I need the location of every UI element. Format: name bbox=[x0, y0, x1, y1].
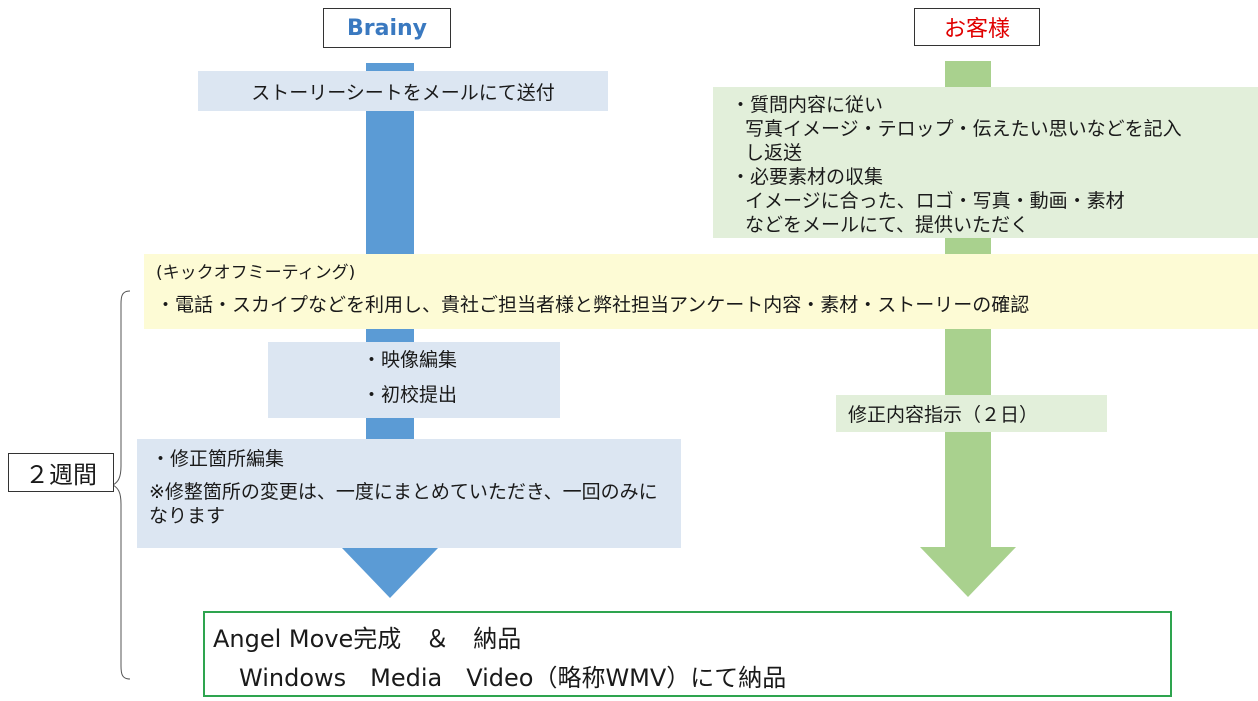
revision-edit-line: ・修正箇所編集 bbox=[151, 448, 285, 470]
client-header: お客様 bbox=[914, 8, 1040, 46]
client-task-line: し返送 bbox=[745, 142, 803, 164]
client-task-line: ・必要素材の収集 bbox=[731, 166, 884, 188]
client-arrow-head bbox=[920, 547, 1016, 597]
revision-instruction-step: 修正内容指示（２日） bbox=[836, 395, 1107, 432]
delivery-step: Angel Move完成 ＆ 納品 Windows Media Video（略称… bbox=[203, 611, 1172, 697]
brainy-header: Brainy bbox=[323, 8, 451, 48]
brainy-arrow-head bbox=[342, 548, 438, 598]
duration-label: ２週間 bbox=[8, 453, 114, 492]
revision-instruction-text: 修正内容指示（２日） bbox=[848, 404, 1039, 426]
client-task-line: ・質問内容に従い bbox=[731, 94, 884, 116]
client-task-line: などをメールにて、提供いただく bbox=[745, 214, 1030, 236]
revision-edit-step: ・修正箇所編集 ※修整箇所の変更は、一度にまとめていただき、一回のみになります bbox=[137, 439, 681, 548]
story-sheet-text: ストーリーシートをメールにて送付 bbox=[251, 81, 555, 104]
duration-bracket bbox=[112, 290, 131, 680]
kickoff-title: (キックオフミーティング) bbox=[156, 263, 356, 283]
kickoff-body: ・電話・スカイプなどを利用し、貴社ご担当者様と弊社担当アンケート内容・素材・スト… bbox=[156, 294, 1030, 316]
story-sheet-step: ストーリーシートをメールにて送付 bbox=[198, 71, 608, 111]
delivery-title: Angel Move完成 ＆ 納品 bbox=[213, 625, 522, 653]
client-task-line: イメージに合った、ロゴ・写真・動画・素材 bbox=[745, 190, 1125, 212]
first-draft-line: ・初校提出 bbox=[362, 384, 458, 406]
revision-note: ※修整箇所の変更は、一度にまとめていただき、一回のみになります bbox=[149, 481, 658, 527]
client-tasks-step: ・質問内容に従い 写真イメージ・テロップ・伝えたい思いなどを記入 し返送 ・必要… bbox=[713, 87, 1258, 238]
kickoff-meeting-step: (キックオフミーティング) ・電話・スカイプなどを利用し、貴社ご担当者様と弊社担… bbox=[144, 254, 1258, 329]
video-edit-step: ・映像編集 ・初校提出 bbox=[268, 342, 560, 418]
video-edit-line: ・映像編集 bbox=[362, 349, 458, 371]
client-task-line: 写真イメージ・テロップ・伝えたい思いなどを記入 bbox=[745, 118, 1182, 140]
delivery-format: Windows Media Video（略称WMV）にて納品 bbox=[239, 664, 787, 692]
